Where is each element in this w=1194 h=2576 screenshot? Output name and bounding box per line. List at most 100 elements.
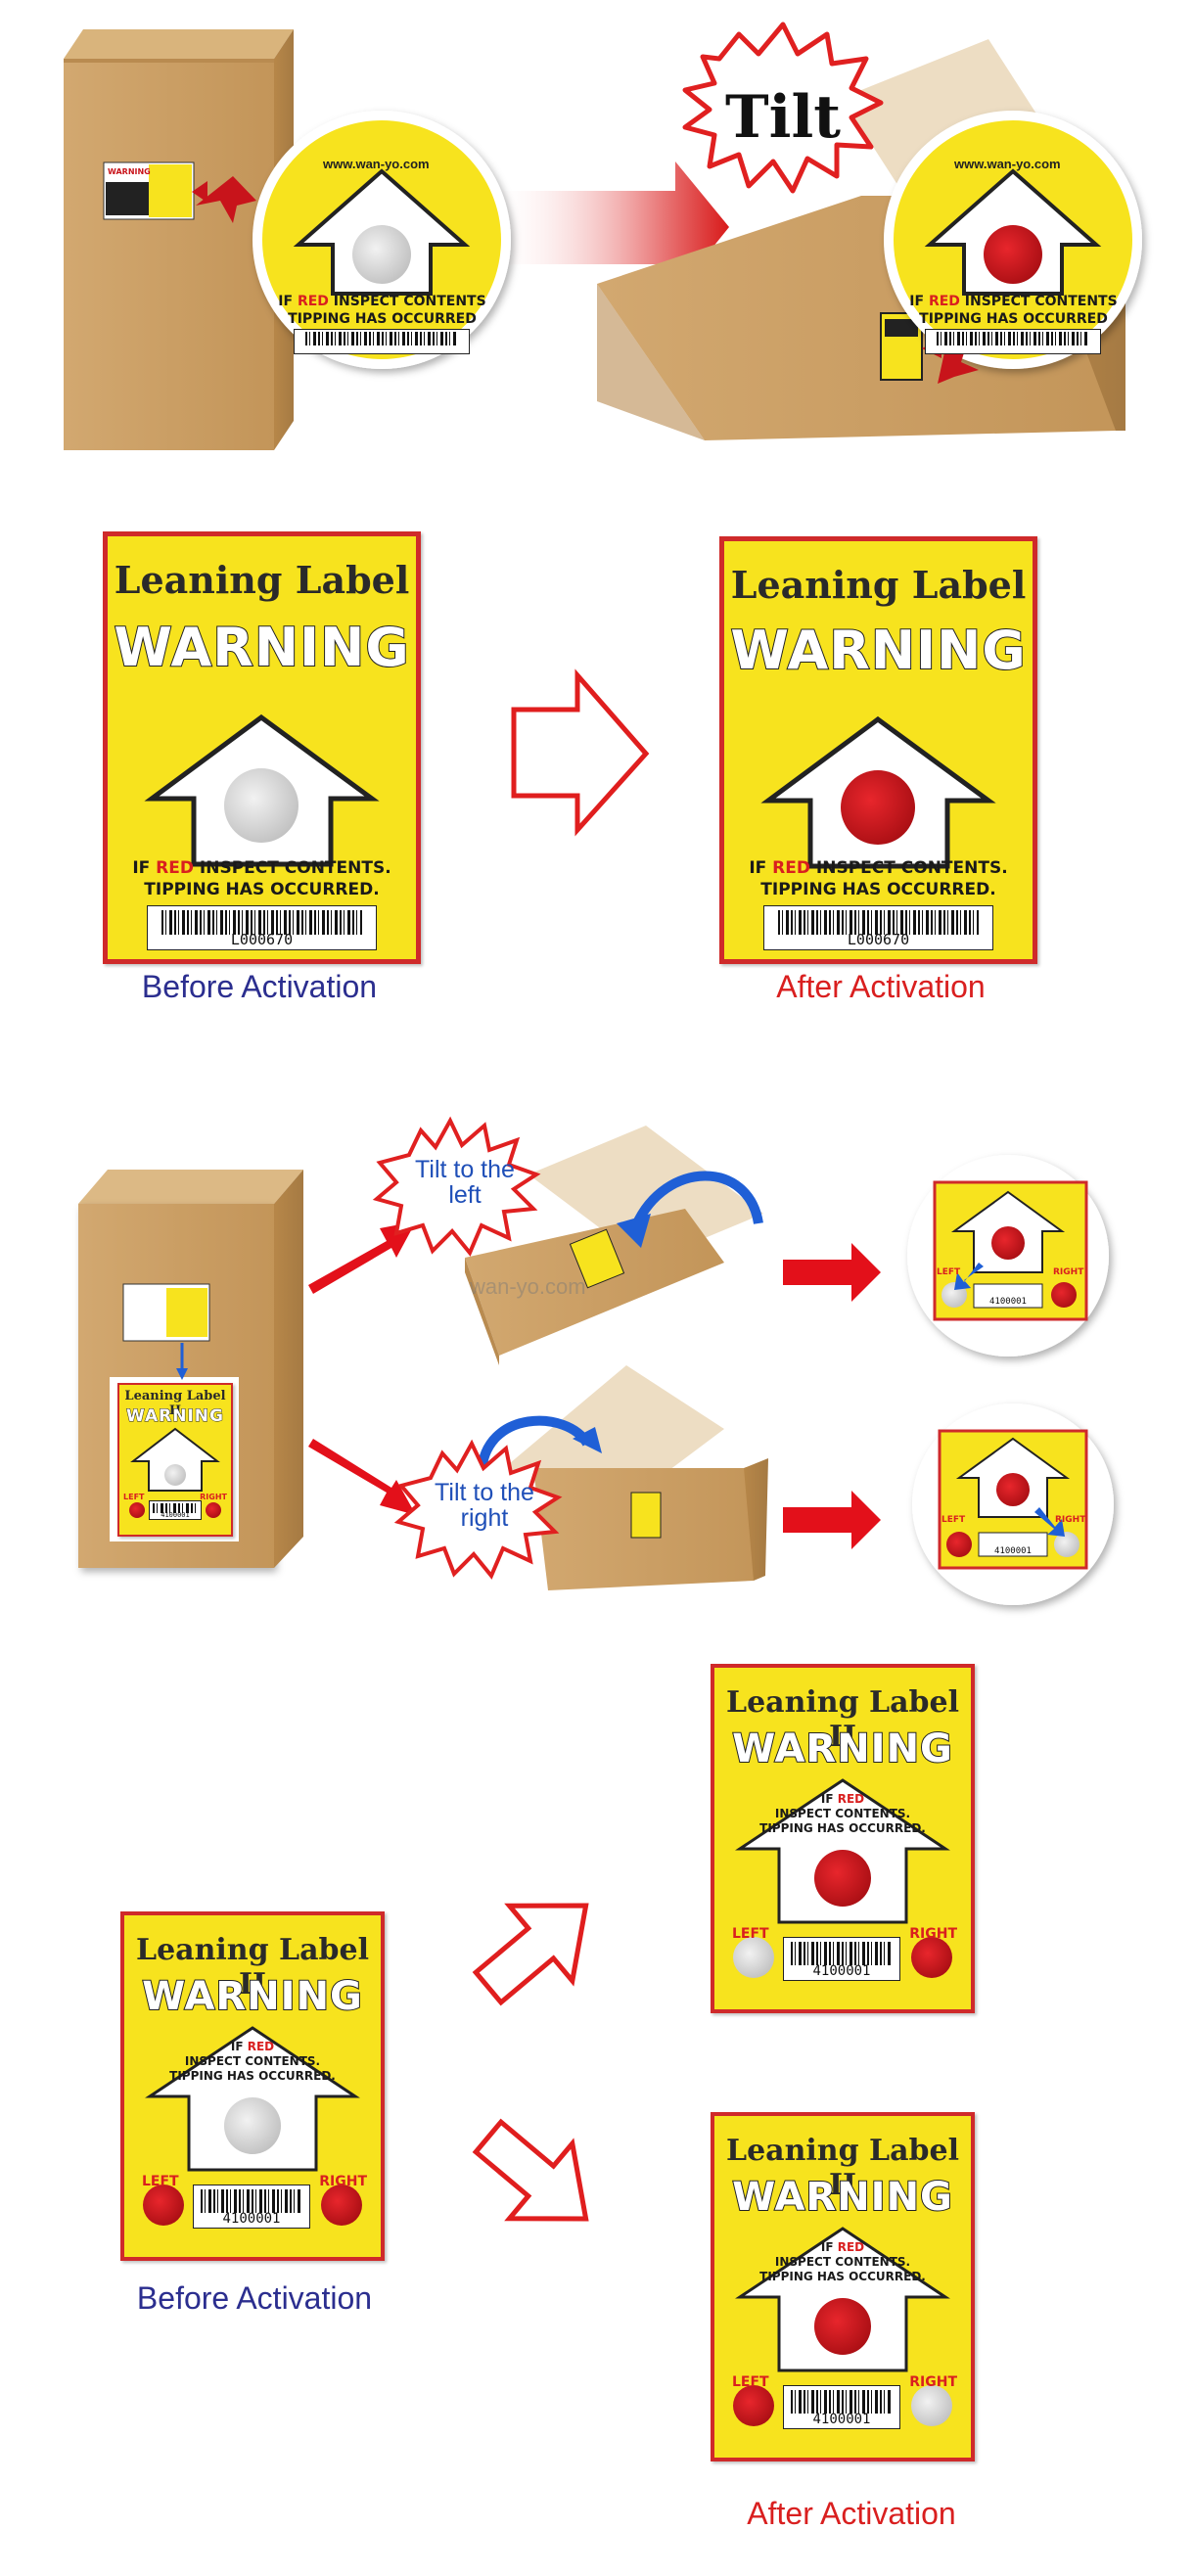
circle-right-left-text: LEFT xyxy=(941,1515,966,1525)
barcode-number: 4100001 xyxy=(812,1963,871,1980)
badge-right-warning-line2: TIPPING HAS OCCURRED xyxy=(919,311,1108,327)
mini-warning-text: WARNING xyxy=(108,167,151,176)
label-arrow-graphic xyxy=(733,2227,952,2426)
leaning-label-ii-after-right: Leaning Label II WARNING IF RED INSPECT … xyxy=(711,2112,975,2461)
label-line1: INSPECT CONTENTS. xyxy=(774,2255,911,2269)
label-line0: IF RED xyxy=(820,2240,865,2254)
arrow-to-result-left xyxy=(783,1243,881,1302)
label-line2: TIPPING HAS OCCURRED. xyxy=(759,1821,926,1835)
label-line0: IF RED xyxy=(820,1792,865,1806)
label-title: Leaning Label xyxy=(114,558,410,602)
label-left-text: LEFT xyxy=(732,1926,769,1942)
label-left-text: LEFT xyxy=(732,2374,769,2390)
rotate-arrow-right xyxy=(477,1415,592,1474)
badge-left-warning-line1: IF RED INSPECT CONTENTS xyxy=(278,294,486,309)
label-warning: WARNING xyxy=(141,1973,363,2020)
label-line1: INSPECT CONTENTS. xyxy=(774,1807,911,1820)
label-line2: TIPPING HAS OCCURRED. xyxy=(144,880,380,899)
label-arrow-graphic xyxy=(143,2026,362,2226)
label-barcode: L000670 xyxy=(763,905,993,950)
label-line0: IF RED xyxy=(230,2040,275,2053)
barcode-number: L000670 xyxy=(230,931,294,949)
label-line2: TIPPING HAS OCCURRED. xyxy=(169,2069,336,2083)
url-left: www.wan-yo.com xyxy=(323,157,430,171)
label-title: Leaning Label II xyxy=(725,1685,960,1754)
label-arrow-graphic xyxy=(760,715,996,869)
label-barcode: 4100001 xyxy=(783,2385,900,2429)
badge-right-barcode xyxy=(925,329,1101,354)
barcode-bars xyxy=(201,2189,302,2213)
label-right-text: RIGHT xyxy=(909,1926,957,1942)
label-right-text: RIGHT xyxy=(319,2174,367,2189)
label-barcode: L000670 xyxy=(147,905,377,950)
circle-left-right-text: RIGHT xyxy=(1053,1267,1084,1277)
label-line1: IF RED INSPECT CONTENTS. xyxy=(132,858,391,878)
hollow-arrow-down-right xyxy=(472,2118,589,2222)
arrow-to-left-tilt xyxy=(308,1221,416,1294)
barcode-bars xyxy=(304,332,459,345)
watermark: wan-yo.com xyxy=(470,1274,586,1299)
label-barcode: 4100001 xyxy=(193,2185,310,2229)
badge-right-warning-line1: IF RED INSPECT CONTENTS xyxy=(909,294,1118,309)
label-arrow-graphic xyxy=(733,1778,952,1978)
label-title: Leaning Label xyxy=(730,563,1027,607)
label-line1: IF RED INSPECT CONTENTS. xyxy=(749,858,1008,878)
label-title: Leaning Label II xyxy=(135,1933,370,2001)
leaning-label-after: Leaning Label WARNING IF RED INSPECT CON… xyxy=(719,536,1037,964)
caption-before-activation-ii: Before Activation xyxy=(136,2280,373,2316)
pointer-arrow-right xyxy=(938,338,979,384)
burst-tilt-right xyxy=(393,1439,563,1580)
caption-after-activation: After Activation xyxy=(776,969,986,1004)
label-warning: WARNING xyxy=(731,2174,953,2221)
label-line2: TIPPING HAS OCCURRED. xyxy=(760,880,996,899)
circle-left-barcode-number: 4100001 xyxy=(989,1297,1027,1307)
label-title: Leaning Label II xyxy=(124,1389,226,1418)
label-barcode: 4100001 xyxy=(783,1937,900,1981)
barcode-number: 4100001 xyxy=(161,1510,190,1519)
label-title: Leaning Label II xyxy=(725,2134,960,2202)
burst-tilt-left xyxy=(372,1116,541,1257)
label-arrow-graphic xyxy=(144,713,380,867)
barcode-bars xyxy=(777,910,980,935)
caption-after-activation-ii: After Activation xyxy=(747,2496,956,2531)
rotate-arrow-left xyxy=(631,1171,763,1228)
label-line2: TIPPING HAS OCCURRED. xyxy=(759,2270,926,2283)
tilt-right-text: Tilt to the right xyxy=(435,1479,534,1533)
circle-right-right-text: RIGHT xyxy=(1055,1515,1086,1525)
box-tilted-left xyxy=(465,1126,763,1365)
barcode-bars xyxy=(161,910,363,935)
url-right: www.wan-yo.com xyxy=(954,157,1061,171)
hollow-arrow-up-right xyxy=(472,1903,589,2006)
label-arrow-graphic xyxy=(129,1427,221,1518)
arrow-to-right-tilt xyxy=(308,1439,416,1515)
label-left-text: LEFT xyxy=(142,2174,179,2189)
label-warning: WARNING xyxy=(731,1725,953,1772)
label-right-text: RIGHT xyxy=(200,1493,227,1501)
label-warning: WARNING xyxy=(113,616,410,679)
barcode-number: 4100001 xyxy=(222,2211,281,2228)
small-label-box xyxy=(103,161,207,220)
hollow-arrow-right xyxy=(511,668,650,837)
pointer-arrow-left xyxy=(196,176,256,223)
label-left-text: LEFT xyxy=(123,1493,145,1501)
barcode-number: 4100001 xyxy=(812,2412,871,2428)
badge-left-warning-line2: TIPPING HAS OCCURRED xyxy=(288,311,477,327)
tilt-burst xyxy=(682,22,884,194)
leaning-label-ii-after-left: Leaning Label II WARNING IF RED INSPECT … xyxy=(711,1664,975,2013)
label-line1: INSPECT CONTENTS. xyxy=(184,2054,321,2068)
leaning-label-before: Leaning Label WARNING IF RED INSPECT CON… xyxy=(103,531,421,964)
box-tilted-right xyxy=(504,1365,768,1590)
barcode-bars xyxy=(153,1502,198,1513)
badge-left-barcode xyxy=(294,329,470,354)
label-warning: WARNING xyxy=(729,619,1027,682)
barcode-number: L000670 xyxy=(847,931,910,949)
label-barcode: 4100001 xyxy=(149,1500,202,1520)
tilt-label: Tilt xyxy=(725,83,841,152)
barcode-bars xyxy=(791,1942,893,1965)
label-right-text: RIGHT xyxy=(909,2374,957,2390)
tilt-left-text: Tilt to the left xyxy=(415,1156,515,1210)
barcode-bars xyxy=(936,332,1090,345)
caption-before-activation: Before Activation xyxy=(141,969,378,1004)
circle-right-barcode-number: 4100001 xyxy=(994,1546,1032,1556)
